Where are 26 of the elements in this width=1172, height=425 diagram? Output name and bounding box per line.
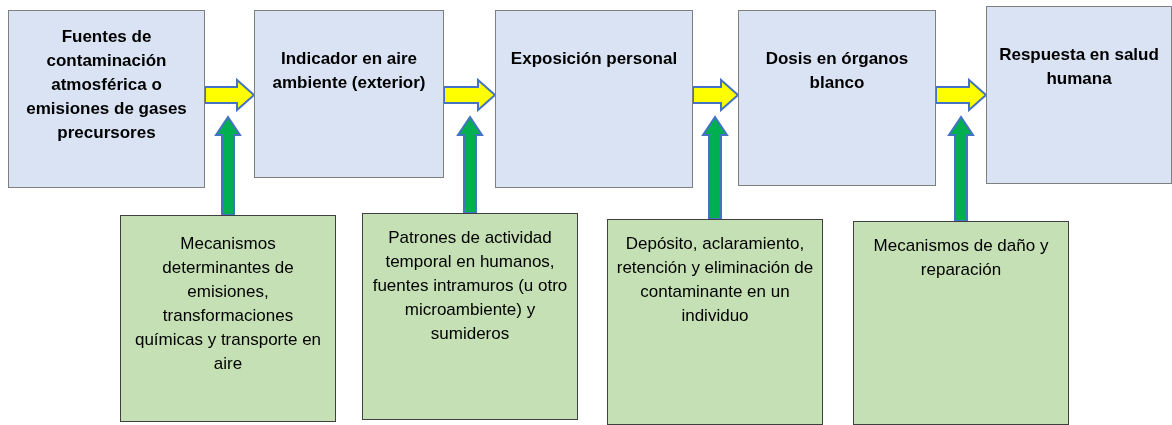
stage-box [8,10,205,188]
box-text: Mecanismos de daño y reparación [872,235,1050,281]
stage-box [738,10,936,186]
box-text: Mecanismos determinantes de emisiones, transformaciones químicas y transporte en aire [133,233,323,375]
box-text: Indicador en aire ambiente (exterior) [271,48,427,94]
block-arrow [947,115,975,222]
mechanism-box [362,213,578,420]
block-arrow [443,77,497,113]
mechanism-box [607,219,823,425]
block-arrow [456,115,484,214]
block-arrow [935,77,988,113]
block-arrow [701,115,729,220]
box-text: Depósito, aclaramiento, retención y eliminación de contaminante en un individuo [615,233,815,327]
mechanism-box [120,215,336,422]
box-text: Fuentes de contaminación atmosférica o emisiones de gases precursores [25,26,188,144]
block-arrow [692,77,740,113]
box-text: Exposición personal [509,48,679,70]
stage-box [254,10,444,178]
stage-box [986,6,1172,184]
block-arrow [214,115,242,216]
box-text: Patrones de actividad temporal en humanos, fuentes intramuros (u otro microambiente) y sumideros [371,227,569,345]
stage-box [495,10,693,188]
box-text: Respuesta en salud humana [998,44,1160,90]
mechanism-box [853,221,1069,425]
box-text: Dosis en órganos blanco [764,48,910,94]
block-arrow [204,77,256,113]
